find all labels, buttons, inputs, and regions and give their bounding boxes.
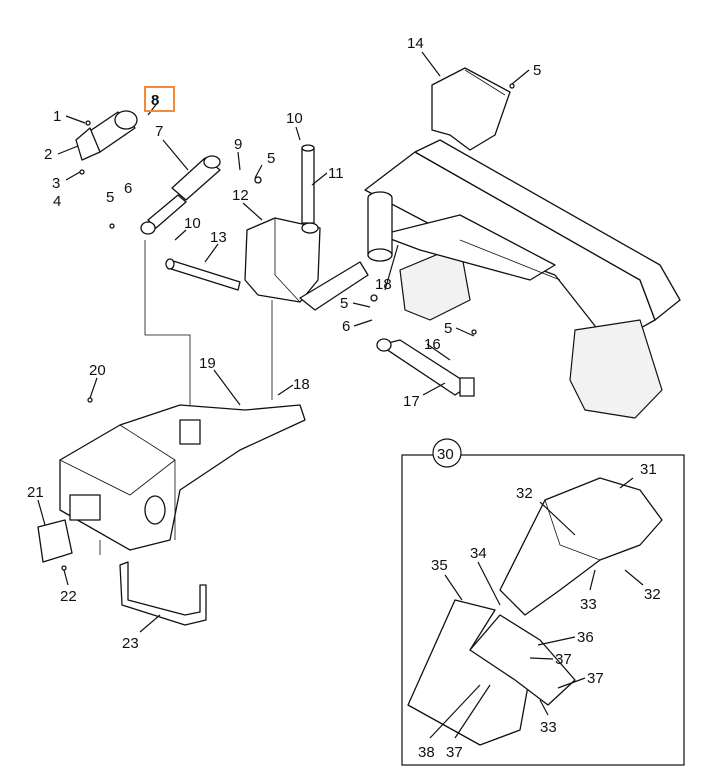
plate-21-drawing bbox=[37, 519, 73, 563]
callout-18a: 18 bbox=[375, 276, 392, 293]
callout-30-circle bbox=[432, 438, 462, 468]
cover-plate-drawing bbox=[431, 67, 511, 151]
callout-30: 30 bbox=[437, 446, 454, 463]
callout-13: 13 bbox=[210, 229, 227, 246]
callout-32a: 32 bbox=[516, 485, 533, 502]
callout-36: 36 bbox=[577, 629, 594, 646]
callout-19: 19 bbox=[199, 355, 216, 372]
assembly-lines bbox=[99, 240, 273, 555]
callout-labels: 1 2 3 4 8 7 9 5 10 11 12 13 10 6 5 14 5 … bbox=[27, 35, 661, 761]
callout-37b: 37 bbox=[587, 670, 604, 687]
callout-20: 20 bbox=[89, 362, 106, 379]
main-frame-drawing bbox=[364, 139, 681, 419]
pin-13-drawing bbox=[165, 258, 241, 291]
callout-5a: 5 bbox=[267, 150, 275, 167]
callout-37a: 37 bbox=[555, 651, 572, 668]
callout-5e: 5 bbox=[444, 320, 452, 337]
callout-11: 11 bbox=[328, 165, 344, 182]
callout-33b: 33 bbox=[540, 719, 557, 736]
cylinder-7-drawing bbox=[140, 155, 221, 235]
highlight-box bbox=[144, 86, 175, 112]
callout-35: 35 bbox=[431, 557, 448, 574]
callout-8: 8 bbox=[151, 92, 159, 109]
callout-3: 3 bbox=[52, 175, 60, 192]
callout-6a: 6 bbox=[124, 180, 132, 197]
callout-38: 38 bbox=[418, 744, 435, 761]
callout-9: 9 bbox=[234, 136, 242, 153]
callout-12: 12 bbox=[232, 187, 249, 204]
swing-frame-drawing bbox=[59, 404, 306, 551]
callout-33a: 33 bbox=[580, 596, 597, 613]
cylinder-8-drawing bbox=[75, 110, 138, 161]
callout-1: 1 bbox=[53, 108, 61, 125]
callout-5b: 5 bbox=[106, 189, 114, 206]
cylinder-17-drawing bbox=[376, 338, 475, 397]
callout-5c: 5 bbox=[533, 62, 541, 79]
callout-10b: 10 bbox=[184, 215, 201, 232]
callout-21: 21 bbox=[27, 484, 44, 501]
pivot-bracket-drawing bbox=[244, 144, 369, 311]
inset-box bbox=[401, 454, 685, 766]
callout-22: 22 bbox=[60, 588, 77, 605]
callout-6b: 6 bbox=[342, 318, 350, 335]
callout-31: 31 bbox=[640, 461, 657, 478]
callout-37c: 37 bbox=[446, 744, 463, 761]
callout-4: 4 bbox=[53, 193, 61, 210]
callout-leaders bbox=[37, 51, 644, 739]
bracket-23-drawing bbox=[119, 561, 207, 626]
callout-7: 7 bbox=[155, 123, 163, 140]
callout-17: 17 bbox=[403, 393, 420, 410]
callout-5d: 5 bbox=[340, 295, 348, 312]
callout-2: 2 bbox=[44, 146, 52, 163]
callout-16: 16 bbox=[424, 336, 441, 353]
callout-14: 14 bbox=[407, 35, 424, 52]
fasteners bbox=[61, 83, 515, 571]
callout-32b: 32 bbox=[644, 586, 661, 603]
callout-18b: 18 bbox=[293, 376, 310, 393]
callout-34: 34 bbox=[470, 545, 487, 562]
callout-23: 23 bbox=[122, 635, 139, 652]
callout-10a: 10 bbox=[286, 110, 303, 127]
